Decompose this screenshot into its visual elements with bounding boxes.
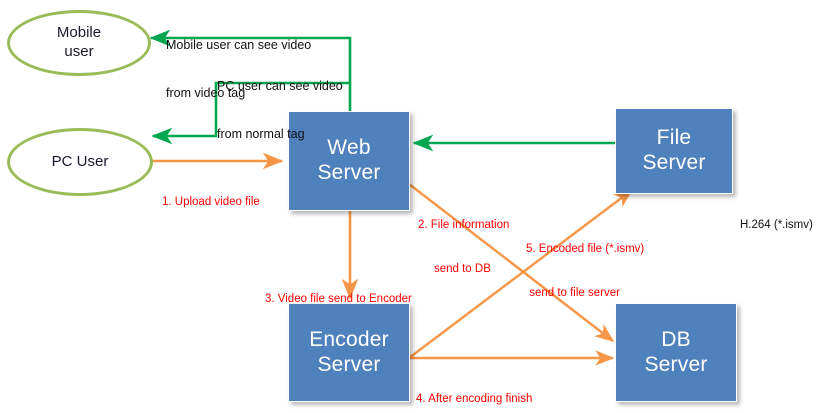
node-file-server-line-1: File [656,126,692,150]
label-pc-view-flow-line-1: PC user can see video [217,78,343,93]
actor-pc-user-line-1: PC User [51,152,109,170]
node-db-server-line-1: DB [661,327,691,351]
label-step-3-video-file-send-to-encoder: 3. Video file send to Encoder [265,263,412,336]
label-codec-note-line-1: H.264 (*.ismv) [740,218,813,231]
label-step-2-line-2: send to DB [418,262,491,275]
label-codec-note: H.264 (*.ismv) [740,188,813,263]
label-pc-view-flow-line-2: from normal tag [217,127,305,142]
label-step-5-encoded-file: 5. Encoded file (*.ismv) send to file se… [526,213,644,330]
label-step-4-line-1: 4. After encoding finish [416,393,533,406]
node-encoder-server-line-1: Encoder [309,327,389,351]
label-step-4-after-encoding-finish: 4. After encoding finish that file state… [416,363,603,413]
node-db-server-line-2: Server [644,352,708,376]
label-step-1-upload-video-file: 1. Upload video file [162,166,260,239]
node-file-server[interactable]: File Server [615,108,733,194]
node-web-server-line-1: Web [327,136,371,160]
label-step-1-line-1: 1. Upload video file [162,196,260,209]
actor-mobile-user[interactable]: Mobile user [7,10,151,76]
node-encoder-server-line-2: Server [317,352,381,376]
actor-mobile-user-line-2: user [64,43,94,60]
node-web-server-line-2: Server [317,161,381,184]
node-encoder-server[interactable]: Encoder Server [288,303,410,402]
node-file-server-line-2: Server [642,151,706,174]
label-pc-view-flow: PC user can see video from normal tag [217,45,343,175]
label-step-2-file-information: 2. File information send to DB [418,189,509,306]
label-step-3-line-1: 3. Video file send to Encoder [265,293,412,306]
label-step-5-line-2: send to file server [526,286,620,299]
node-db-server[interactable]: DB Server [615,303,737,402]
label-step-5-line-1: 5. Encoded file (*.ismv) [526,243,645,256]
label-step-2-line-1: 2. File information [418,219,510,232]
actor-pc-user[interactable]: PC User [7,128,153,196]
actor-mobile-user-line-1: Mobile [56,24,102,42]
